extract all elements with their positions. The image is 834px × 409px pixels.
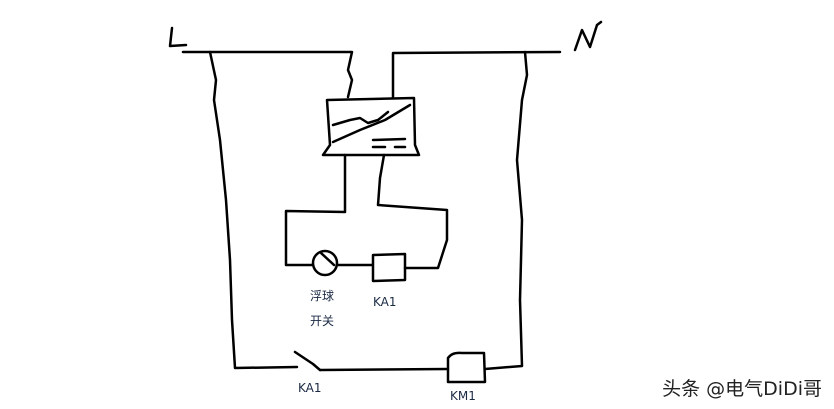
controller-curve-1 bbox=[331, 110, 390, 127]
bottom-wire bbox=[318, 367, 450, 372]
float-switch-label-2: 开关 bbox=[310, 314, 335, 328]
float-switch-arm bbox=[319, 251, 336, 267]
live-bus bbox=[181, 50, 354, 99]
float-switch-symbol bbox=[311, 249, 339, 277]
watermark: 头条 @电气DiDi哥 bbox=[662, 378, 822, 400]
km1-label: KM1 bbox=[450, 389, 476, 403]
controller-curve-2 bbox=[331, 103, 412, 144]
km1-coil bbox=[446, 351, 487, 384]
control-wire-left bbox=[284, 153, 347, 267]
ka1-contact-switch bbox=[293, 350, 322, 372]
ka1-contact-label: KA1 bbox=[298, 381, 322, 395]
controller-dash-1 bbox=[371, 137, 407, 142]
ka1-coil-label: KA1 bbox=[373, 295, 397, 309]
float-switch-label-1: 浮球 bbox=[310, 289, 335, 303]
level-controller-box bbox=[321, 96, 421, 157]
L-handwritten bbox=[168, 26, 188, 48]
left-wire bbox=[208, 50, 299, 370]
right-wire bbox=[483, 50, 529, 371]
control-wire-right bbox=[376, 153, 449, 270]
neutral-bus bbox=[391, 50, 562, 99]
ka1-coil bbox=[371, 252, 407, 283]
N-handwritten bbox=[573, 20, 603, 52]
